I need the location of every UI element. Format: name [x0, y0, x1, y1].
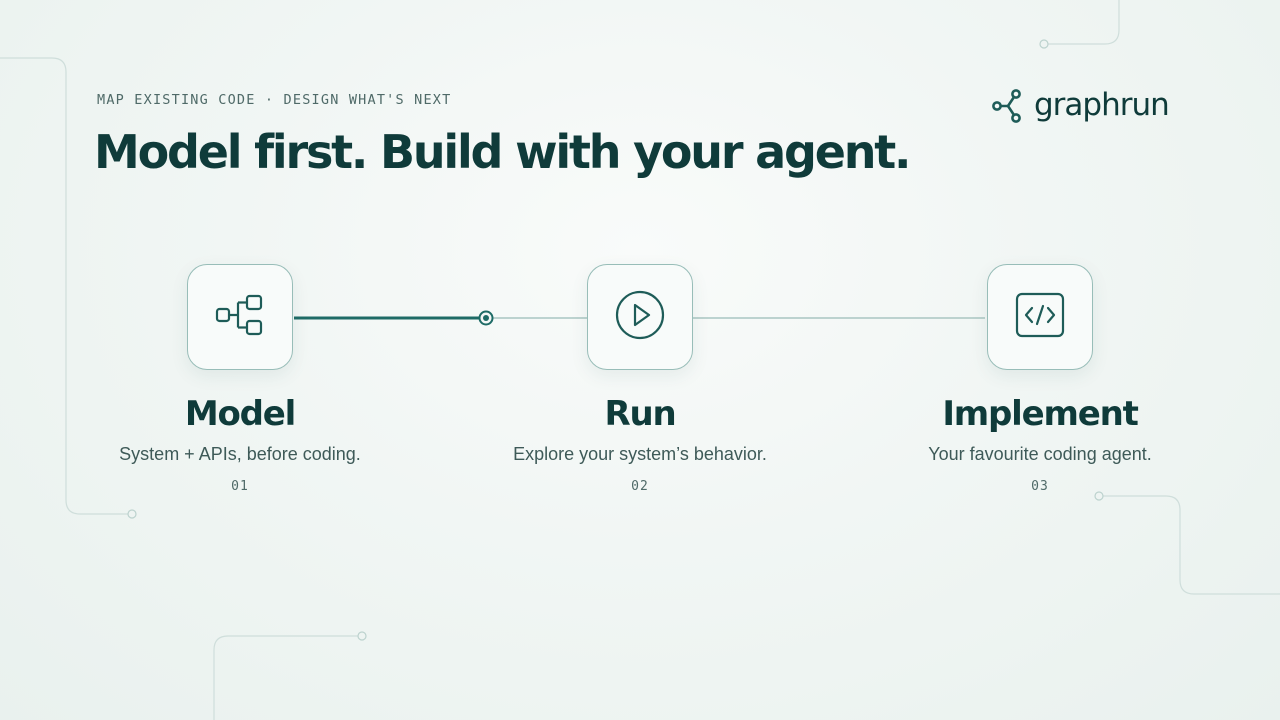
step-model-number: 01: [231, 479, 249, 494]
step-implement-number: 03: [1031, 479, 1049, 494]
eyebrow-tagline: MAP EXISTING CODE · DESIGN WHAT'S NEXT: [97, 92, 452, 108]
step-implement-icon-box: [987, 264, 1093, 370]
step-run-icon-box: [587, 264, 693, 370]
step-run-title: Run: [604, 394, 677, 434]
hierarchy-icon: [210, 285, 270, 350]
step-implement-title: Implement: [942, 394, 1138, 434]
graph-nodes-icon: [990, 86, 1028, 124]
step-run: Run Explore your system’s behavior. 02: [480, 264, 800, 494]
step-model-title: Model: [184, 394, 296, 434]
logo-wordmark: graphrun: [1034, 87, 1170, 123]
step-implement-description: Your favourite coding agent.: [928, 444, 1152, 464]
step-model-icon-box: [187, 264, 293, 370]
step-model: Model System + APIs, before coding. 01: [80, 264, 400, 494]
play-icon: [612, 287, 668, 348]
step-run-description: Explore your system’s behavior.: [513, 444, 767, 464]
step-run-number: 02: [631, 479, 649, 494]
step-model-description: System + APIs, before coding.: [119, 444, 361, 464]
step-implement: Implement Your favourite coding agent. 0…: [880, 264, 1200, 494]
code-icon: [1012, 287, 1068, 348]
graphrun-logo: graphrun: [990, 84, 1170, 126]
page-headline: Model first. Build with your agent.: [94, 125, 912, 179]
